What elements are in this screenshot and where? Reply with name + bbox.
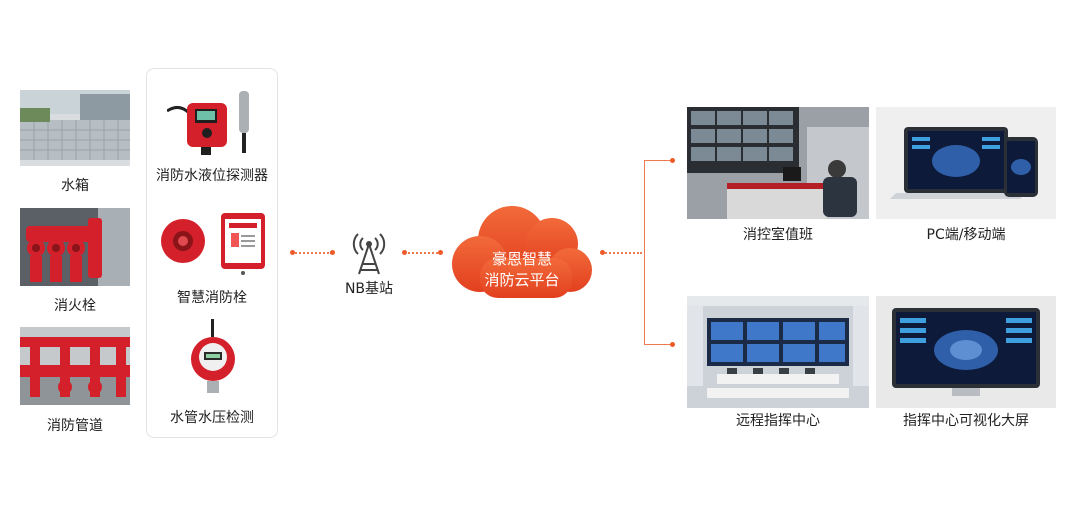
big-screen-photo — [876, 296, 1056, 408]
output-label-control-room: 消控室值班 — [743, 227, 813, 243]
branch-vertical-line — [644, 160, 645, 344]
smart-hydrant-photo — [159, 211, 267, 275]
connector-station-to-cloud — [404, 252, 442, 256]
level-detector-photo — [167, 85, 259, 159]
cloud-platform: 豪恩智慧 消防云平台 — [442, 198, 602, 308]
source-label-water-tank: 水箱 — [61, 178, 89, 194]
cloud-title-line2: 消防云平台 — [484, 271, 560, 289]
device-label-smart-hydrant: 智慧消防栓 — [177, 290, 247, 306]
source-label-fire-pipeline: 消防管道 — [47, 418, 103, 434]
water-tank-photo — [20, 90, 130, 166]
fire-pipeline-photo — [20, 327, 130, 405]
control-room-photo — [687, 107, 869, 219]
antenna-tower-icon — [344, 226, 394, 276]
connector-cloud-to-branch — [602, 252, 642, 256]
connector-dot — [600, 250, 605, 255]
device-label-pressure-gauge: 水管水压检测 — [170, 410, 254, 426]
output-label-pc-mobile: PC端/移动端 — [926, 227, 1006, 243]
connector-dot — [330, 250, 335, 255]
output-label-command-center: 远程指挥中心 — [736, 413, 820, 429]
fire-hydrant-photo — [20, 208, 130, 286]
device-panel: 消防水液位探测器 智慧消防栓 水管水压检测 — [146, 68, 278, 438]
output-label-big-screen: 指挥中心可视化大屏 — [903, 413, 1029, 429]
branch-line-top — [644, 160, 674, 161]
branch-line-bottom — [644, 344, 674, 345]
pressure-gauge-photo — [187, 319, 239, 399]
connector-dot — [670, 158, 675, 163]
device-label-level-detector: 消防水液位探测器 — [156, 168, 268, 184]
connector-dot — [438, 250, 443, 255]
source-label-fire-hydrant: 消火栓 — [54, 298, 96, 314]
cloud-title-line1: 豪恩智慧 — [491, 250, 552, 268]
connector-dot — [290, 250, 295, 255]
pc-mobile-photo — [876, 107, 1056, 219]
connector-dot — [670, 342, 675, 347]
connector-dot — [402, 250, 407, 255]
connector-panel-to-station — [292, 252, 332, 256]
command-center-photo — [687, 296, 869, 408]
station-label: NB基站 — [344, 281, 394, 297]
